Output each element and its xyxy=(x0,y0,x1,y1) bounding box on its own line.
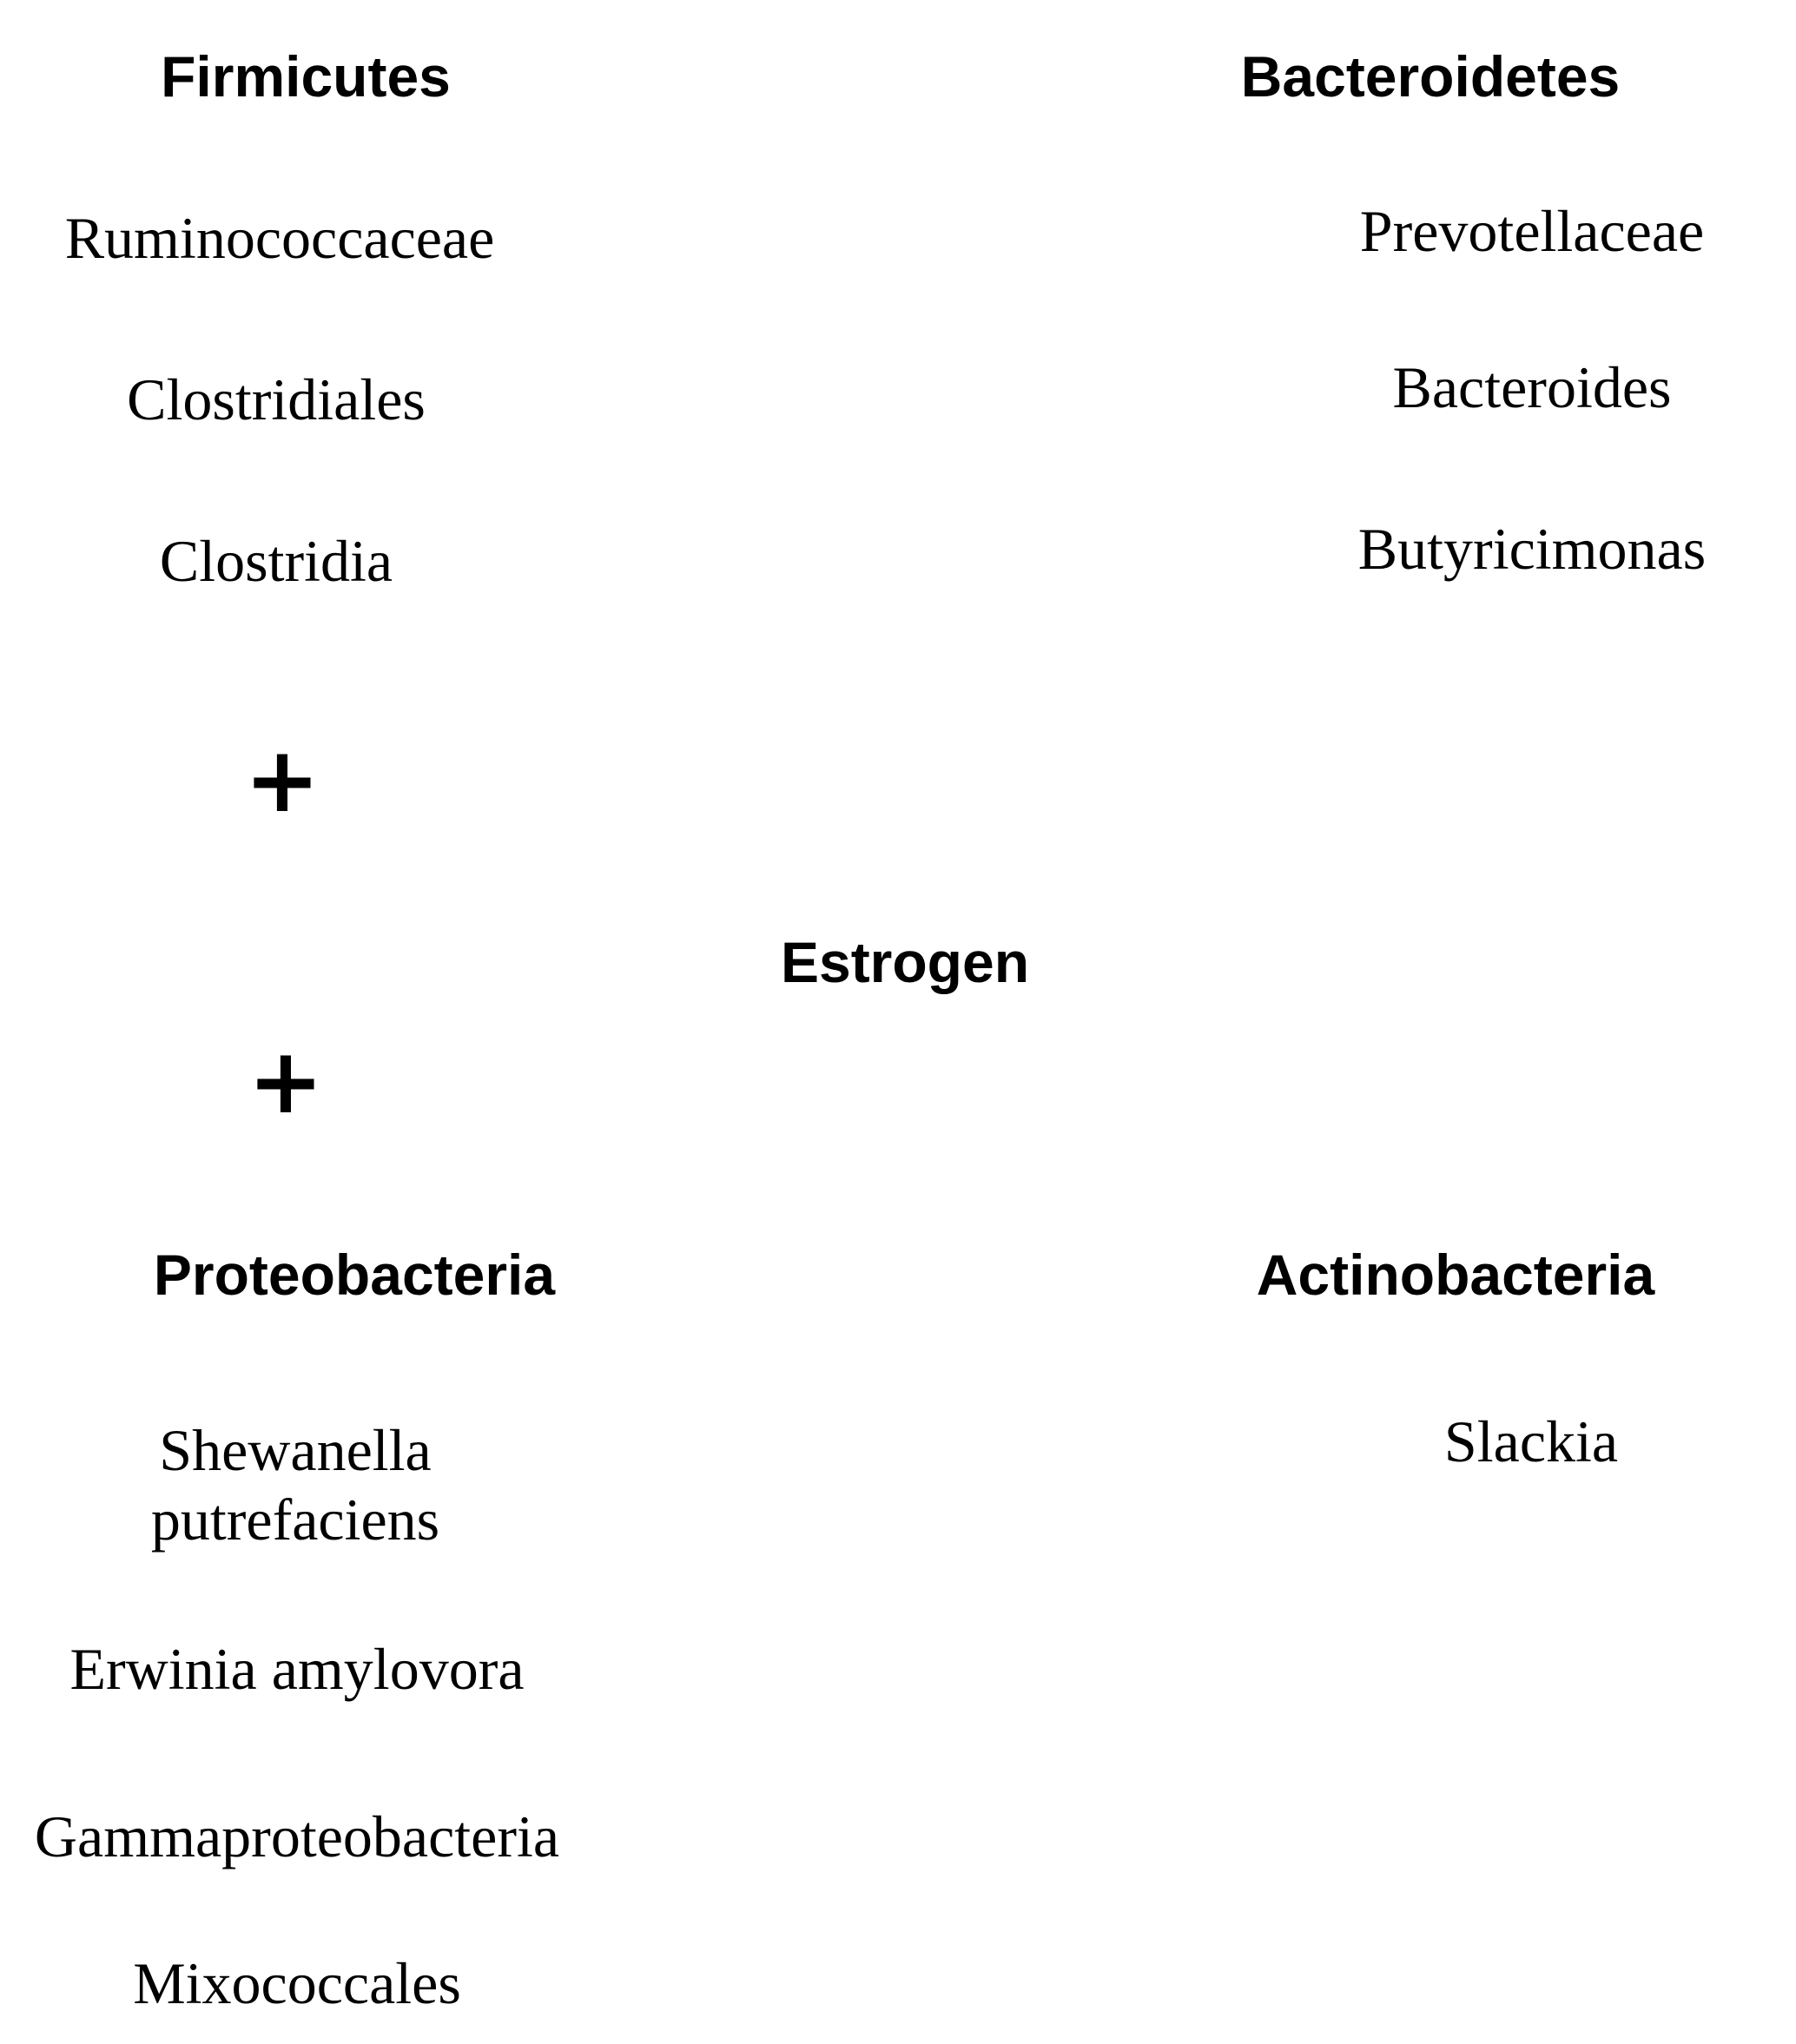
taxon-slackia: Slackia xyxy=(1443,1408,1619,1474)
plus-sign-lower: + xyxy=(248,1028,324,1134)
phylum-proteobacteria: Proteobacteria xyxy=(153,1243,556,1307)
taxon-clostridia: Clostridia xyxy=(159,528,393,594)
taxon-ruminococcaceae: Ruminococcaceae xyxy=(64,205,495,271)
taxon-prevotellaceae: Prevotellaceae xyxy=(1359,198,1705,264)
taxon-bacteroides: Bacteroides xyxy=(1392,354,1672,420)
taxon-mixococcales: Mixococcales xyxy=(133,1950,461,2016)
plus-sign-upper: + xyxy=(244,727,320,833)
taxon-gammaproteobacteria: Gammaproteobacteria xyxy=(34,1803,560,1869)
center-label-estrogen: Estrogen xyxy=(780,930,1030,994)
taxon-clostridiales: Clostridiales xyxy=(127,366,426,432)
taxon-shewanella-putrefaciens: Shewanella putrefaciens xyxy=(150,1416,440,1553)
phylum-actinobacteria: Actinobacteria xyxy=(1256,1243,1655,1307)
taxon-butyricimonas: Butyricimonas xyxy=(1357,516,1707,582)
phylum-firmicutes: Firmicutes xyxy=(161,44,451,109)
phylum-bacteroidetes: Bacteroidetes xyxy=(1240,44,1621,109)
taxon-erwinia-amylovora: Erwinia amylovora xyxy=(69,1636,525,1702)
